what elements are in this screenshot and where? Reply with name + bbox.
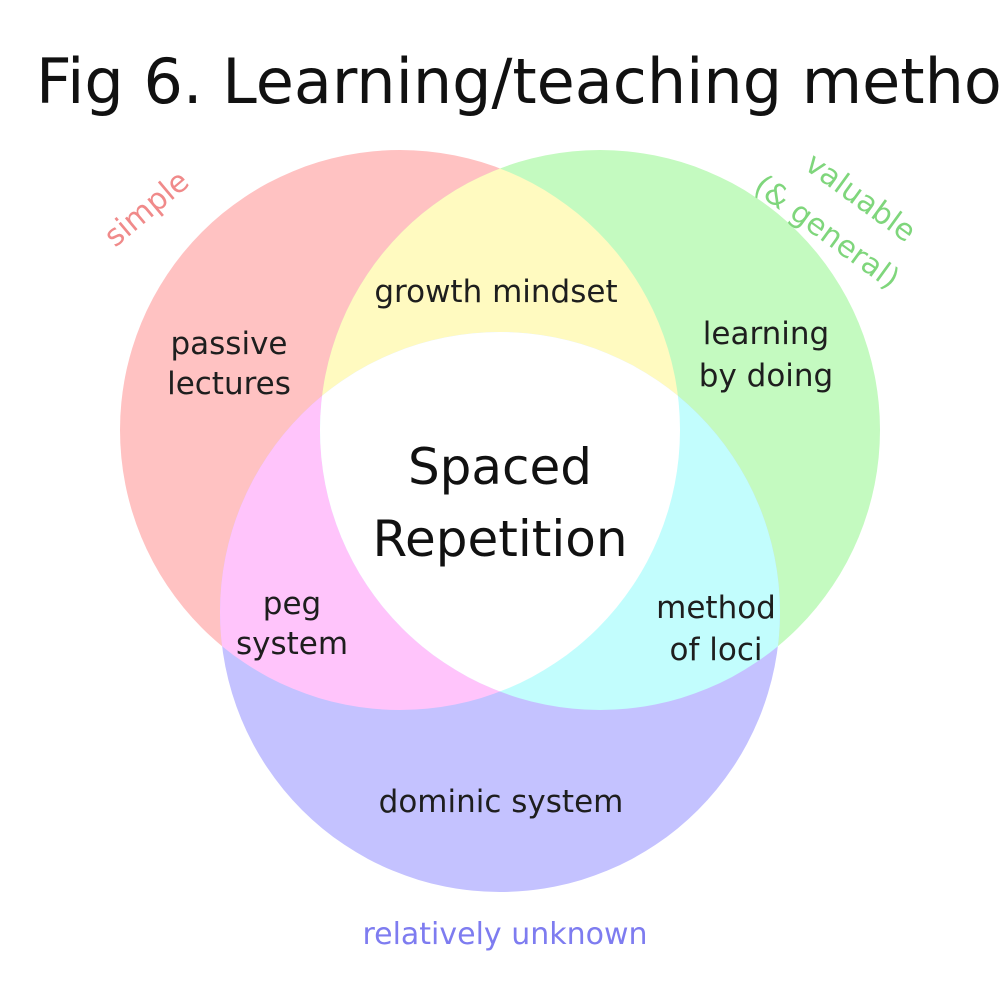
label-spaced-repetition-line2: Repetition <box>372 510 627 568</box>
label-method-of-loci-line1: method <box>656 590 776 626</box>
overlap-all-three <box>320 332 680 710</box>
label-learning-by-doing-line2: by doing <box>699 358 833 394</box>
label-passive-lectures-line2: lectures <box>167 366 291 402</box>
label-dominic-system: dominic system <box>379 784 624 820</box>
label-passive-lectures-line1: passive <box>170 326 287 362</box>
label-learning-by-doing-line1: learning <box>703 316 829 352</box>
set-label-relatively-unknown: relatively unknown <box>362 917 647 952</box>
label-spaced-repetition-line1: Spaced <box>408 438 592 496</box>
label-peg-system-line2: system <box>236 626 348 662</box>
set-label-simple: simple <box>98 164 196 254</box>
label-peg-system-line1: peg <box>263 586 321 622</box>
label-growth-mindset: growth mindset <box>374 274 617 310</box>
figure-title: Fig 6. Learning/teaching methods <box>36 45 1000 118</box>
label-method-of-loci-line2: of loci <box>670 632 763 668</box>
